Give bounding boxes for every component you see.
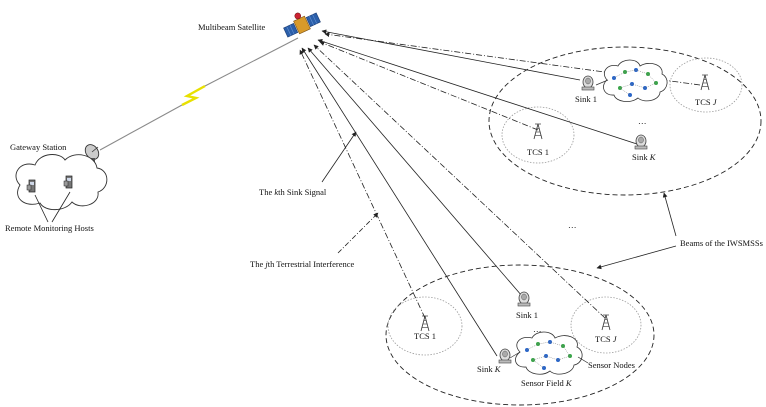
- lower-ellipsis: …: [533, 324, 542, 334]
- tcs-coverage-circle: [387, 296, 463, 356]
- upper-beam: [488, 46, 762, 196]
- cloud-icon: [15, 154, 108, 211]
- jth-interference-pointer: [337, 212, 379, 254]
- beams-pointer-lower: [596, 245, 677, 270]
- tower-icon: [700, 74, 710, 91]
- tower-icon: [533, 123, 543, 140]
- sink-device-icon: [634, 134, 648, 150]
- tower-icon: [601, 314, 611, 331]
- sensor-field-upper: [595, 59, 668, 102]
- tcs-coverage-circle: [501, 106, 575, 164]
- gateway-satellite-link: [99, 37, 299, 151]
- upper-ellipsis: …: [638, 116, 647, 126]
- beams-label: Beams of the IWSMSSs: [680, 238, 763, 248]
- kth-signal-pointer: [321, 131, 357, 183]
- sink-signal-lines: [301, 29, 641, 357]
- lower-sensor-field-label: Sensor Field K: [521, 378, 573, 388]
- lower-sinkK-label: Sink K: [477, 364, 502, 374]
- lower-tcs1-label: TCS 1: [414, 331, 436, 341]
- tcs-coverage-circle: [669, 57, 743, 113]
- sink-device-icon: [517, 291, 531, 307]
- sink-device-icon: [581, 75, 595, 91]
- upper-tcsJ-label: TCS J: [695, 97, 718, 107]
- gateway-label: Gateway Station: [10, 142, 67, 152]
- remote-hosts-label: Remote Monitoring Hosts: [5, 223, 94, 233]
- sensor-nodes-label: Sensor Nodes: [588, 360, 635, 370]
- sensor-field-lower: [509, 331, 583, 375]
- upper-tcs1-label: TCS 1: [527, 147, 549, 157]
- lower-beam: [385, 264, 655, 406]
- beams-pointer-upper: [662, 192, 677, 237]
- tower-icon: [420, 315, 430, 332]
- satellite-icon: [283, 12, 321, 38]
- lower-tcsJ-label: TCS J: [595, 334, 618, 344]
- beam-ellipsis: …: [568, 220, 577, 230]
- satellite-label: Multibeam Satellite: [198, 22, 266, 32]
- jth-interference-label: The jth Terrestrial Interference: [250, 259, 355, 269]
- sink-device-icon: [498, 348, 512, 364]
- lower-sink1-label: Sink 1: [516, 310, 538, 320]
- kth-signal-label: The kth Sink Signal: [259, 187, 327, 197]
- upper-sink1-label: Sink 1: [575, 94, 597, 104]
- tcs-coverage-circle: [570, 296, 642, 354]
- upper-sinkK-label: Sink K: [632, 152, 657, 162]
